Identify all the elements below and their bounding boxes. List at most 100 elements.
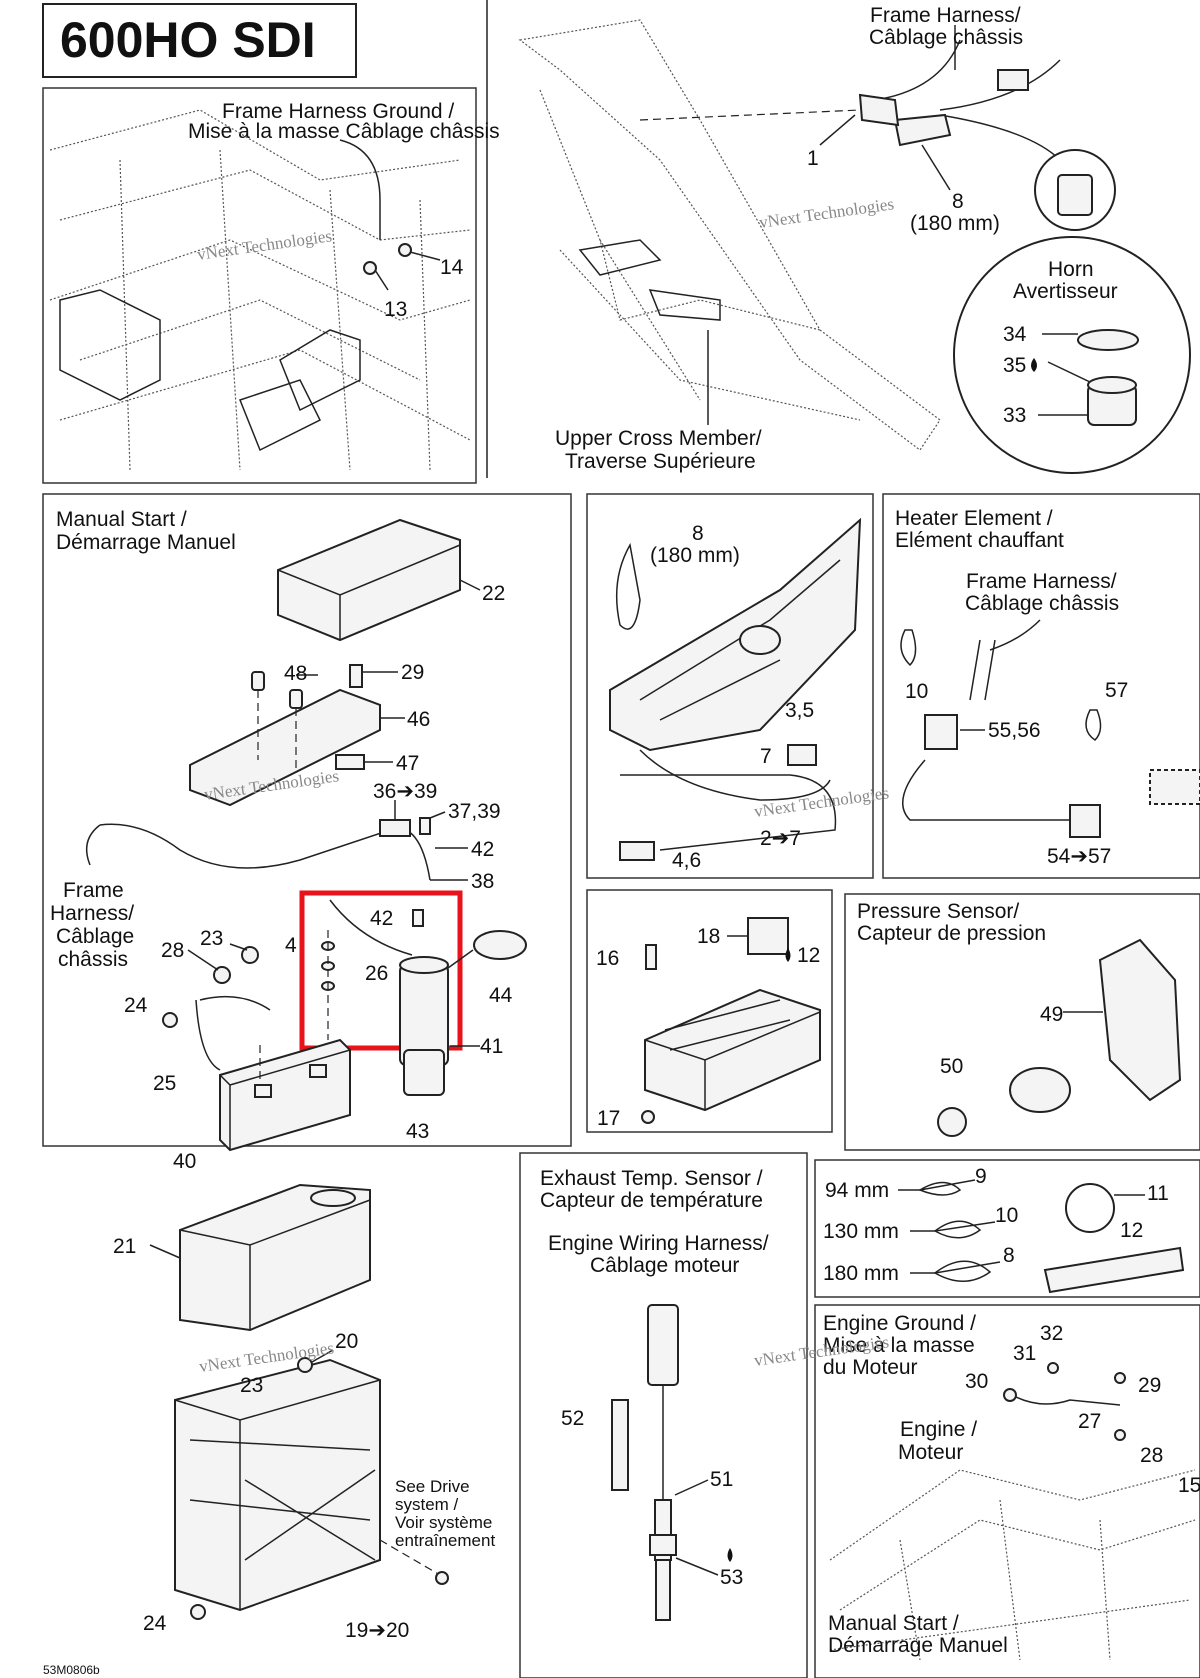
tie-10	[900, 629, 917, 667]
ground-strap-27	[1011, 1394, 1121, 1406]
callout-31: 31	[1013, 1342, 1036, 1365]
horn-label-1: Horn	[1048, 258, 1094, 281]
drive-label-1: See Drive	[395, 1477, 470, 1496]
callout-8: 8	[952, 190, 964, 213]
callout-34: 34	[1003, 323, 1027, 346]
grommet	[1009, 1067, 1071, 1113]
callout-52: 52	[561, 1407, 584, 1430]
frame-ground-chassis-sketch	[49, 109, 471, 471]
callout-53: 53	[720, 1566, 743, 1589]
callout-11: 11	[1147, 1182, 1169, 1205]
engine-ground-label-2: Mise à la masse	[823, 1334, 975, 1357]
callout-13: 13	[384, 298, 407, 321]
battery-tray-19	[174, 1358, 381, 1612]
callout-10: 10	[905, 680, 928, 703]
callout-21: 21	[113, 1235, 136, 1258]
bolt-29b	[1114, 1372, 1126, 1384]
callout-36: 36➔39	[373, 780, 437, 803]
callout-38: 38	[471, 870, 494, 893]
tie-8c	[932, 1260, 1001, 1282]
fuel-tank	[609, 517, 862, 752]
heater-side-element	[1149, 769, 1200, 805]
callout-5457: 54➔57	[1047, 845, 1111, 868]
exhaust-engine-label-1: Engine Wiring Harness/	[548, 1232, 769, 1255]
panel-frame-ground	[42, 87, 477, 484]
screw-37	[419, 817, 431, 835]
horn-label-2: Avertisseur	[1013, 280, 1118, 303]
bolt-14	[398, 243, 412, 257]
exhaust-engine-label-2: Câblage moteur	[590, 1254, 739, 1277]
panel-fuel-tank	[586, 493, 874, 879]
tie-94-label: 94 mm	[825, 1179, 889, 1202]
tie-180-label: 180 mm	[823, 1262, 899, 1285]
frame-upper-sketch	[518, 19, 941, 451]
callout-23: 23	[200, 927, 223, 950]
heater-label-2: Elément chauffant	[895, 529, 1064, 552]
callout-1: 1	[807, 147, 819, 170]
frame-harness-label-2: Câblage châssis	[869, 26, 1023, 49]
nut-17	[641, 1110, 655, 1124]
tube-12	[1043, 1246, 1185, 1294]
screw-42	[412, 909, 424, 927]
frame-harness-label-1: Frame Harness/	[870, 4, 1021, 27]
nut-24b	[190, 1604, 206, 1620]
engine-ground-label-1: Engine Ground /	[823, 1312, 976, 1335]
engine-manual-label-1: Manual Start /	[828, 1612, 959, 1635]
engine-ground-label-3: du Moteur	[823, 1356, 918, 1379]
callout-33: 33	[1003, 404, 1026, 427]
watermark-2: vNext Technologies	[758, 194, 895, 232]
callout-35: 35	[1003, 354, 1026, 377]
callout-15: 15	[1178, 1474, 1200, 1497]
heater-harness-label-2: Câblage châssis	[965, 592, 1119, 615]
manual-start-label-2: Démarrage Manuel	[56, 531, 236, 554]
callout-10b: 10	[995, 1204, 1018, 1227]
connector-36	[379, 819, 411, 837]
tie-8b	[615, 542, 641, 630]
callout-32: 32	[1040, 1322, 1063, 1345]
callout-48: 48	[284, 662, 307, 685]
sleeve-43	[403, 1049, 445, 1096]
pressure-label-2: Capteur de pression	[857, 922, 1046, 945]
ring-34	[1077, 329, 1139, 351]
callout-27b: 27	[1078, 1410, 1101, 1433]
bolt-31	[1047, 1362, 1059, 1374]
callout-27: 2➔7	[760, 827, 801, 850]
plate-46	[189, 688, 381, 807]
callout-17: 17	[597, 1107, 620, 1130]
callout-5556: 55,56	[988, 719, 1041, 742]
callout-30: 30	[965, 1370, 988, 1393]
harness-connector	[997, 69, 1029, 91]
callout-46b: 4,6	[672, 849, 701, 872]
callout-57: 57	[1105, 679, 1128, 702]
callout-23b: 23	[240, 1374, 263, 1397]
callout-8c: 8	[1003, 1244, 1015, 1267]
drive-label-4: entraînement	[395, 1531, 495, 1550]
manual-harness-label-3: Câblage	[56, 925, 134, 948]
callout-12: 12	[797, 944, 820, 967]
callout-25: 25	[153, 1072, 176, 1095]
screw-16	[645, 944, 657, 970]
footer-code: 53M0806b	[43, 1663, 100, 1677]
cover-22	[277, 518, 461, 642]
callout-43: 43	[406, 1120, 429, 1143]
tie-size-label: (180 mm)	[910, 212, 1000, 235]
callout-28b: 28	[1140, 1444, 1163, 1467]
clamp-11	[1065, 1183, 1115, 1233]
fuse-box	[644, 988, 821, 1112]
callout-28: 28	[161, 939, 184, 962]
manual-harness-label-2: Harness/	[50, 902, 134, 925]
manual-harness-label-4: châssis	[58, 948, 128, 971]
engine-label-2: Moteur	[898, 1441, 963, 1464]
relay-18	[747, 917, 789, 955]
panel-pressure	[844, 893, 1200, 1151]
panel-tie-wraps	[814, 1159, 1200, 1298]
clip-1	[858, 93, 900, 127]
lubricant-drop-35	[1031, 358, 1037, 372]
tie-10b	[932, 1220, 996, 1239]
screw-29	[349, 664, 363, 688]
callout-14: 14	[440, 256, 464, 279]
callout-37: 37,39	[448, 800, 501, 823]
cable-25	[195, 995, 271, 1071]
pin-48a	[251, 671, 265, 691]
